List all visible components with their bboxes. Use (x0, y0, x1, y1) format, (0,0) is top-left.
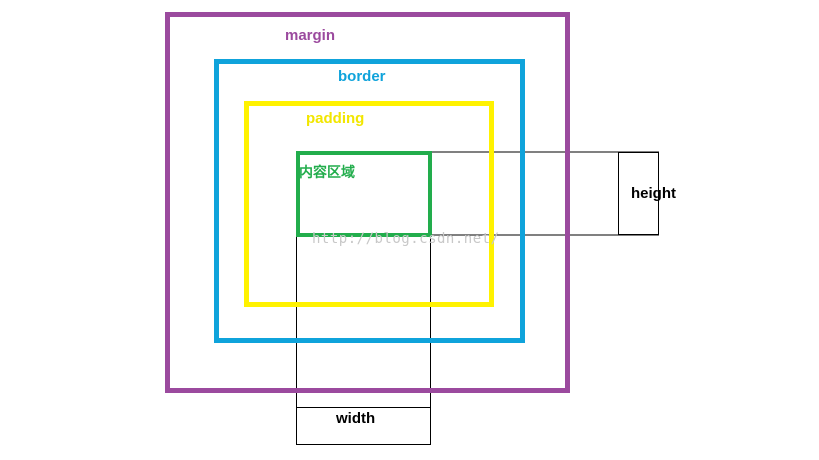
padding-label: padding (306, 110, 365, 127)
height-label: height (631, 185, 676, 202)
content-box (296, 151, 432, 237)
border-box (214, 59, 525, 343)
width-label: width (336, 410, 376, 427)
margin-box (165, 12, 570, 393)
margin-label: margin (285, 27, 336, 44)
content-area-label: 内容区域 (299, 164, 355, 180)
padding-box (244, 101, 494, 307)
height-label-box (618, 152, 659, 235)
border-label: border (338, 68, 386, 85)
watermark-text: http://blog.csdn.net/ (312, 231, 500, 247)
width-label-box (296, 407, 431, 445)
